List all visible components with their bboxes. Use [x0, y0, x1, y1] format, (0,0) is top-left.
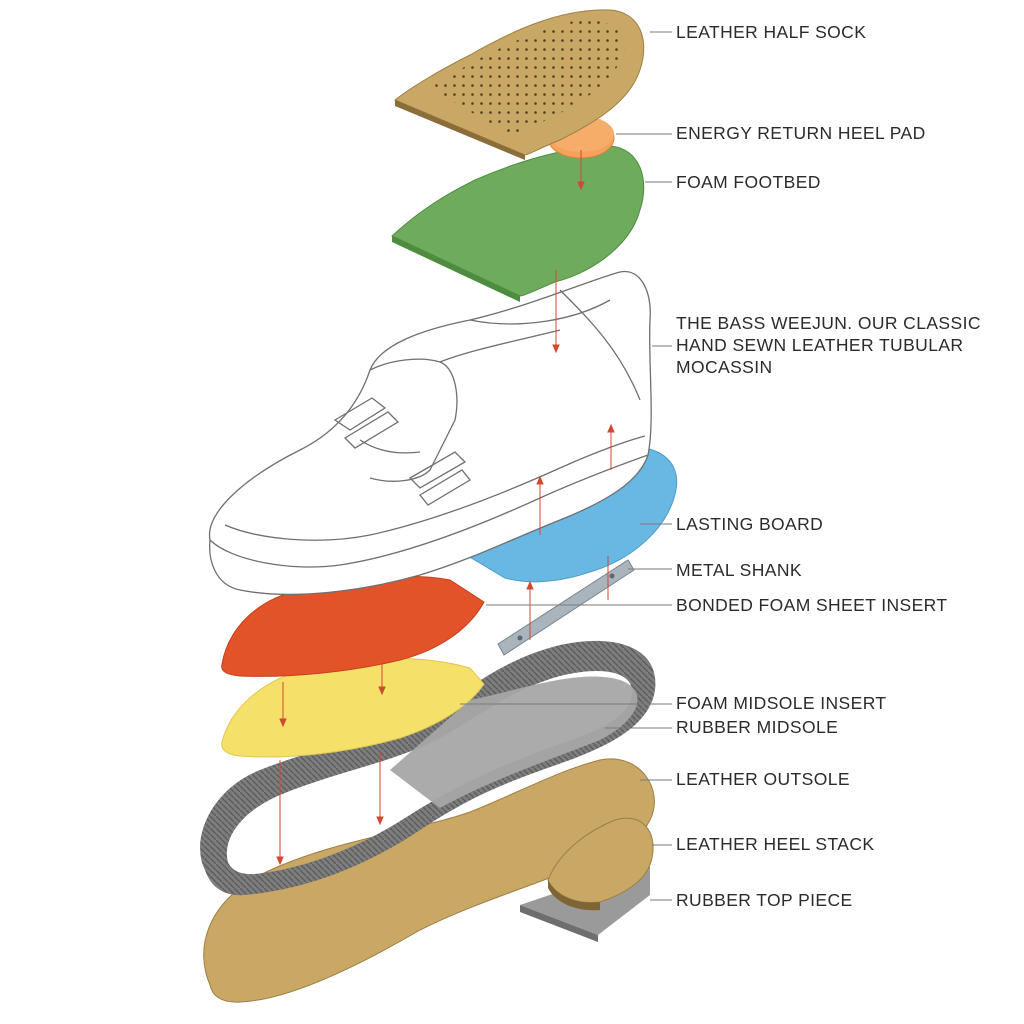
leather-half-sock	[394, 9, 645, 160]
foam-footbed-shape	[391, 145, 645, 297]
label-weejun-line-3: MOCASSIN	[676, 357, 773, 377]
label-weejun-line-2: HAND SEWN LEATHER TUBULAR	[676, 335, 964, 355]
label-weejun: THE BASS WEEJUN. OUR CLASSIC HAND SEWN L…	[676, 312, 981, 378]
label-rubber-top-piece: RUBBER TOP PIECE	[676, 890, 853, 910]
rubber-midsole-heel-plate	[390, 676, 638, 808]
label-lasting-board: LASTING BOARD	[676, 514, 824, 534]
label-foam-midsole-insert: FOAM MIDSOLE INSERT	[676, 693, 887, 713]
rubber-midsole-ring	[200, 640, 656, 896]
leather-heel-stack-shape	[547, 817, 654, 904]
label-leather-half-sock: LEATHER HALF SOCK	[676, 22, 867, 42]
label-weejun-line-1: THE BASS WEEJUN. OUR CLASSIC	[676, 313, 981, 333]
metal-shank	[497, 559, 635, 656]
label-leather-outsole: LEATHER OUTSOLE	[676, 769, 850, 789]
weejun-moccasin	[208, 270, 652, 596]
leather-outsole	[203, 758, 655, 1003]
label-foam-footbed: FOAM FOOTBED	[676, 172, 821, 192]
label-energy-return-heel-pad: ENERGY RETURN HEEL PAD	[676, 123, 926, 143]
label-rubber-midsole: RUBBER MIDSOLE	[676, 717, 839, 737]
label-leather-heel-stack: LEATHER HEEL STACK	[676, 834, 875, 854]
label-metal-shank: METAL SHANK	[676, 560, 802, 580]
leader-lines	[460, 31, 672, 901]
assembly-arrows	[276, 150, 615, 866]
weejun-outline	[208, 270, 652, 596]
rubber-midsole	[200, 640, 656, 896]
metal-shank-shape	[497, 559, 635, 656]
leather-outsole-shape	[203, 758, 655, 1003]
leather-heel-stack	[547, 817, 654, 911]
leather-half-sock-perforations	[430, 20, 625, 135]
label-bonded-foam-sheet-insert: BONDED FOAM SHEET INSERT	[676, 595, 948, 615]
